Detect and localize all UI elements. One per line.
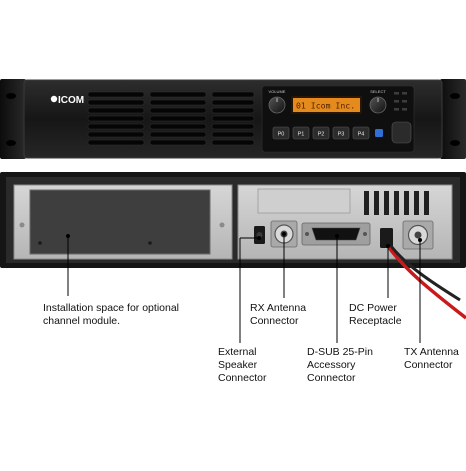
dsub-25-pin-connector — [311, 227, 361, 241]
button-p3[interactable] — [332, 126, 350, 140]
callout-external-speaker: External Speaker Connector — [218, 346, 267, 384]
front-vents — [87, 91, 255, 146]
front-panel: ICOM VOLUME SELECT 01 Icom Inc. P0 — [0, 79, 466, 159]
leader-dots — [66, 232, 422, 248]
rack-hole-icon — [6, 140, 16, 146]
control-panel — [261, 85, 415, 153]
volume-label: VOLUME — [269, 89, 286, 94]
icom-logo-icon — [50, 95, 58, 103]
button-p2[interactable] — [312, 126, 330, 140]
left-rack-ear — [0, 79, 26, 159]
select-knob[interactable] — [369, 96, 387, 114]
button-p2-label: P2 — [318, 132, 325, 138]
button-p1-label: P1 — [298, 132, 305, 138]
lcd-display — [293, 98, 360, 112]
button-p4[interactable] — [352, 126, 370, 140]
leader-dot-icon — [257, 236, 261, 240]
screw-hole-icon — [38, 241, 42, 245]
callout-installation-space: Installation space for optional channel … — [43, 302, 180, 327]
power-button[interactable] — [391, 121, 412, 144]
leader-dot-icon — [282, 232, 286, 236]
rack-hole-icon — [450, 93, 460, 99]
button-p4-label: P4 — [358, 132, 365, 138]
heatsink-fins — [364, 191, 429, 215]
leader-dot-icon — [418, 238, 422, 242]
power-indicator-icon — [375, 129, 383, 137]
brand-logo: ICOM — [58, 95, 84, 106]
rear-panel — [0, 172, 466, 268]
screw-hole-icon — [148, 241, 152, 245]
button-p1[interactable] — [292, 126, 310, 140]
label-plate — [257, 188, 351, 214]
callout-dsub: D-SUB 25-Pin Accessory Connector — [307, 346, 373, 384]
leader-dot-icon — [66, 234, 70, 238]
select-label: SELECT — [370, 89, 386, 94]
rack-hole-icon — [450, 140, 460, 146]
button-p0-label: P0 — [278, 132, 285, 138]
button-p3-label: P3 — [338, 132, 345, 138]
power-cable-black — [389, 245, 461, 302]
leader-lines — [67, 234, 421, 343]
screw-icon — [19, 222, 25, 228]
callout-tx-antenna: TX Antenna Connector — [404, 346, 459, 371]
screw-icon — [219, 222, 225, 228]
callout-dc-power: DC Power Receptacle — [349, 302, 402, 327]
volume-knob[interactable] — [268, 96, 286, 114]
lcd-text: 01 Icom Inc. — [296, 101, 355, 111]
rack-hole-icon — [6, 93, 16, 99]
module-bay-opening — [29, 189, 211, 255]
program-buttons: P0 P1 P2 P3 P4 — [272, 126, 370, 140]
leader-dot-icon — [386, 244, 390, 248]
dc-power-receptacle — [380, 228, 393, 248]
screw-icon — [305, 232, 309, 236]
right-rack-ear — [440, 79, 466, 159]
leader-dot-icon — [335, 234, 339, 238]
status-leds — [394, 92, 407, 111]
tx-antenna-pin-icon — [414, 231, 422, 239]
callout-rx-antenna: RX Antenna Connector — [250, 302, 307, 327]
screw-icon — [363, 232, 367, 236]
button-p0[interactable] — [272, 126, 290, 140]
